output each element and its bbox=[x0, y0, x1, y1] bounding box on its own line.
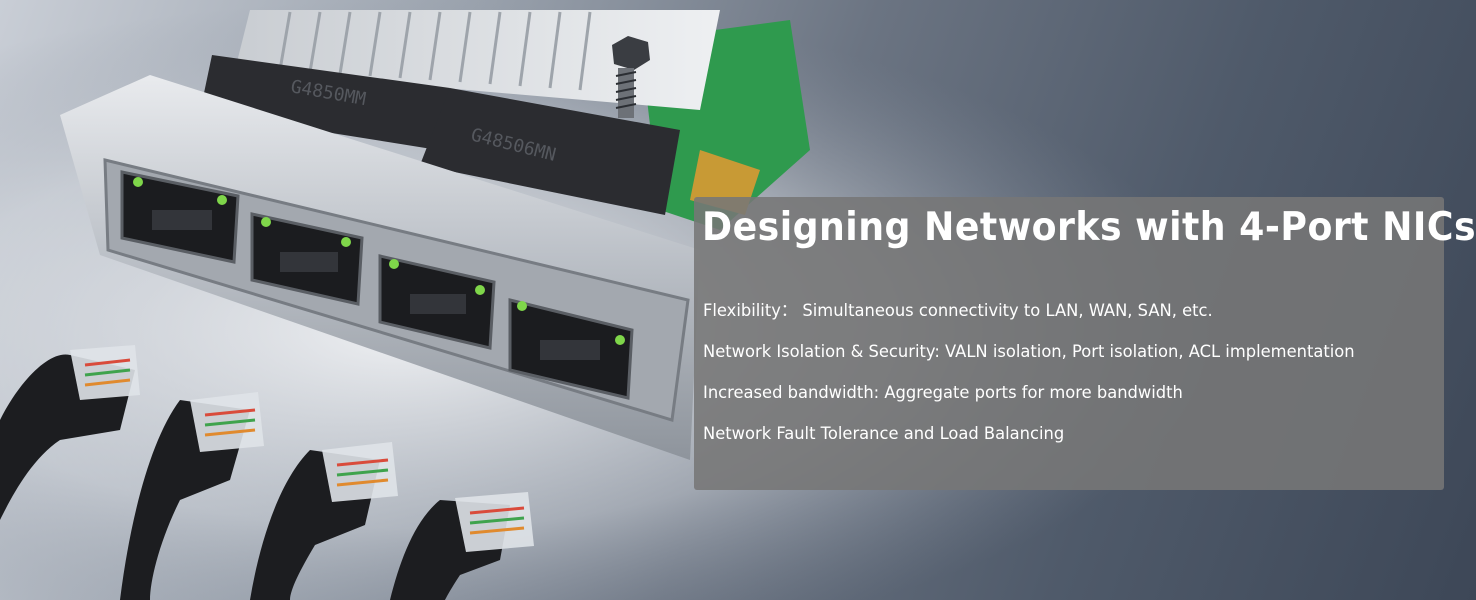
banner-title: Designing Networks with 4-Port NICs bbox=[702, 205, 1476, 250]
rj45-port-1 bbox=[120, 170, 240, 264]
chip-2: G48506MN bbox=[420, 88, 680, 215]
feature-list: Flexibility： Simultaneous connectivity t… bbox=[703, 298, 1382, 462]
ethernet-cable-2 bbox=[120, 392, 264, 600]
ethernet-cable-1 bbox=[0, 345, 140, 520]
rj45-port-4 bbox=[508, 298, 634, 400]
feature-item-flexibility: Flexibility： Simultaneous connectivity t… bbox=[703, 298, 1355, 339]
ethernet-cable-4 bbox=[390, 492, 534, 600]
ethernet-cables bbox=[0, 345, 534, 600]
feature-text: Aggregate ports for more bandwidth bbox=[879, 383, 1183, 403]
screw-icon bbox=[612, 36, 650, 118]
feature-lead: Increased bandwidth: bbox=[703, 383, 880, 403]
feature-lead: Network Isolation & Security: bbox=[703, 342, 940, 362]
feature-text: Simultaneous connectivity to LAN, WAN, S… bbox=[797, 301, 1213, 321]
chip-1: G4850MM bbox=[200, 55, 450, 150]
feature-lead: Network Fault Tolerance and Load Balanci… bbox=[703, 424, 1065, 444]
ethernet-cable-3 bbox=[250, 442, 398, 600]
feature-item-fault-tolerance: Network Fault Tolerance and Load Balanci… bbox=[703, 421, 1355, 462]
feature-item-isolation: Network Isolation & Security: VALN isola… bbox=[703, 339, 1355, 380]
feature-text: VALN isolation, Port isolation, ACL impl… bbox=[939, 342, 1355, 362]
rj45-port-2 bbox=[250, 212, 364, 306]
feature-item-bandwidth: Increased bandwidth: Aggregate ports for… bbox=[703, 380, 1355, 421]
heatsink bbox=[235, 10, 720, 110]
rj45-port-3 bbox=[378, 254, 496, 350]
feature-lead: Flexibility： bbox=[703, 301, 798, 321]
rj45-ports bbox=[120, 170, 634, 400]
feature-panel: Designing Networks with 4-Port NICs Flex… bbox=[694, 197, 1476, 490]
